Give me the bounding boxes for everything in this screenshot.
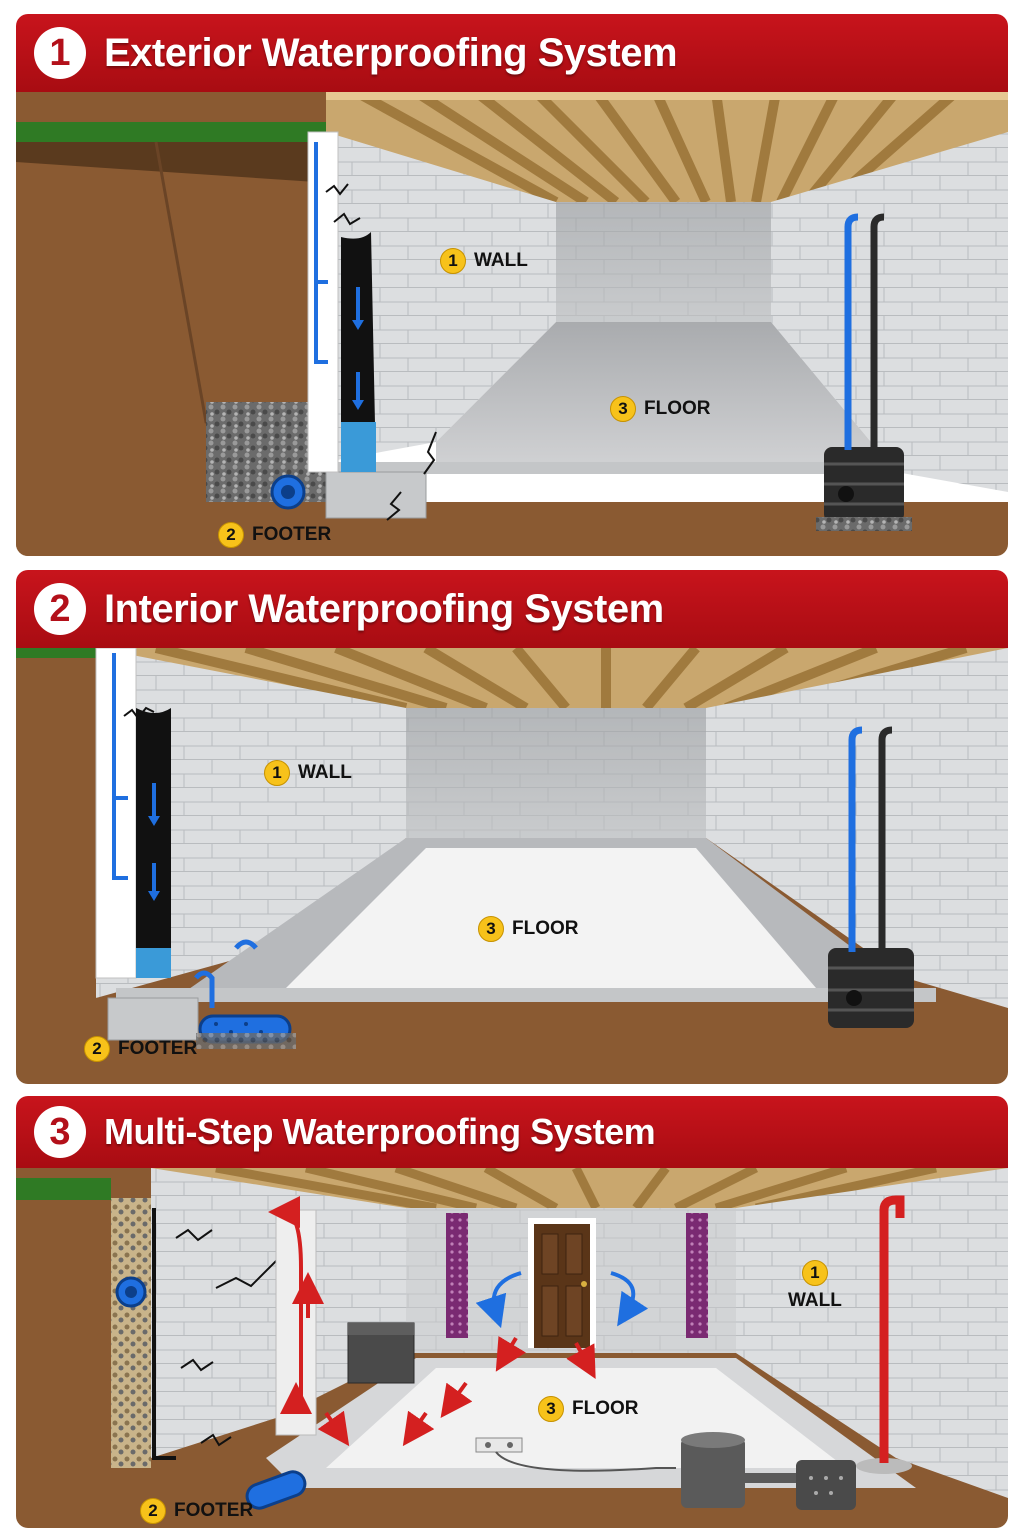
floor-badge: 3 bbox=[478, 916, 504, 942]
label-wall: 1 WALL bbox=[788, 1260, 842, 1312]
basement-floor bbox=[436, 322, 896, 472]
floor-badge: 3 bbox=[610, 396, 636, 422]
label-floor: 3 FLOOR bbox=[538, 1396, 639, 1422]
label-wall: 1 WALL bbox=[440, 248, 528, 274]
vent-icon bbox=[446, 1213, 468, 1338]
panel-title: Interior Waterproofing System bbox=[104, 586, 664, 631]
floor-label-text: FLOOR bbox=[572, 1398, 639, 1419]
footer bbox=[325, 471, 427, 519]
door-icon bbox=[528, 1218, 596, 1348]
wall-badge: 1 bbox=[440, 248, 466, 274]
wall-badge: 1 bbox=[264, 760, 290, 786]
footer-badge: 2 bbox=[218, 522, 244, 548]
footer bbox=[107, 997, 199, 1041]
sump-pump-icon bbox=[681, 1195, 912, 1510]
crack-icon bbox=[175, 1228, 213, 1242]
dimple-board bbox=[307, 131, 339, 473]
footer-label-text: FOOTER bbox=[118, 1038, 198, 1059]
air-arrow-icon bbox=[268, 1196, 324, 1414]
gravel-bed bbox=[206, 402, 326, 512]
wall-badge: 1 bbox=[801, 1260, 828, 1286]
sump-pump-icon bbox=[828, 726, 914, 1028]
label-floor: 3 FLOOR bbox=[610, 396, 711, 422]
waterproof-membrane bbox=[136, 708, 171, 978]
right-wall bbox=[706, 648, 1008, 1008]
grass bbox=[16, 1178, 111, 1200]
panel-title: Exterior Waterproofing System bbox=[104, 30, 678, 75]
label-footer: 2 FOOTER bbox=[84, 1036, 197, 1062]
panel-exterior-waterproofing: 1 Exterior Waterproofing System bbox=[16, 14, 1008, 556]
panel-interior-waterproofing: 2 Interior Waterproofing System bbox=[16, 570, 1008, 1084]
gravel-bed bbox=[111, 1198, 151, 1468]
label-floor: 3 FLOOR bbox=[478, 916, 579, 942]
basement-scene-exterior: 1 WALL 3 FLOOR 2 FOOTER bbox=[16, 92, 1008, 556]
footer-badge: 2 bbox=[140, 1498, 166, 1524]
crack-icon bbox=[325, 183, 349, 196]
panel-header: 2 Interior Waterproofing System bbox=[16, 570, 1008, 648]
left-wall bbox=[96, 648, 406, 998]
drain-pipe-icon bbox=[194, 939, 296, 1049]
panel-multistep-waterproofing: 3 Multi-Step Waterproofing System bbox=[16, 1096, 1008, 1528]
panel-header: 1 Exterior Waterproofing System bbox=[16, 14, 1008, 92]
panel-title: Multi-Step Waterproofing System bbox=[104, 1111, 656, 1152]
panel-header: 3 Multi-Step Waterproofing System bbox=[16, 1096, 1008, 1168]
floor-badge: 3 bbox=[538, 1396, 564, 1422]
basement-scene-interior: 1 WALL 3 FLOOR 2 FOOTER bbox=[16, 648, 1008, 1084]
floor-label-text: FLOOR bbox=[644, 398, 711, 419]
water-arrow-icon bbox=[112, 653, 156, 893]
panel-number: 1 bbox=[34, 27, 86, 79]
crack-icon bbox=[123, 706, 155, 720]
wall-label-text: WALL bbox=[474, 250, 528, 271]
multistep-illustration bbox=[16, 1168, 1008, 1528]
label-footer: 2 FOOTER bbox=[140, 1498, 253, 1524]
panel-number: 2 bbox=[34, 583, 86, 635]
water-arrow-icon bbox=[314, 142, 360, 402]
interior-illustration bbox=[16, 648, 1008, 1084]
footer-label-text: FOOTER bbox=[252, 524, 332, 545]
footer-badge: 2 bbox=[84, 1036, 110, 1062]
label-footer: 2 FOOTER bbox=[218, 522, 331, 548]
right-wall bbox=[736, 1168, 1008, 1498]
grass bbox=[16, 122, 326, 142]
right-wall bbox=[771, 132, 1008, 492]
floor-label-text: FLOOR bbox=[512, 918, 579, 939]
wall-label-text: WALL bbox=[788, 1290, 842, 1311]
label-wall: 1 WALL bbox=[264, 760, 352, 786]
outlet-icon bbox=[475, 1437, 676, 1472]
vent-icon bbox=[686, 1213, 708, 1338]
sump-pump-icon bbox=[816, 213, 912, 531]
footer-label-text: FOOTER bbox=[174, 1500, 254, 1521]
basement-scene-multistep: 1 WALL 3 FLOOR 2 FOOTER bbox=[16, 1168, 1008, 1528]
panel-number: 3 bbox=[34, 1106, 86, 1158]
wall-label-text: WALL bbox=[298, 762, 352, 783]
floor-vapor-barrier bbox=[286, 848, 816, 988]
exterior-illustration bbox=[16, 92, 1008, 556]
waterproof-membrane bbox=[341, 232, 376, 472]
waterproof-membrane bbox=[152, 1208, 176, 1460]
